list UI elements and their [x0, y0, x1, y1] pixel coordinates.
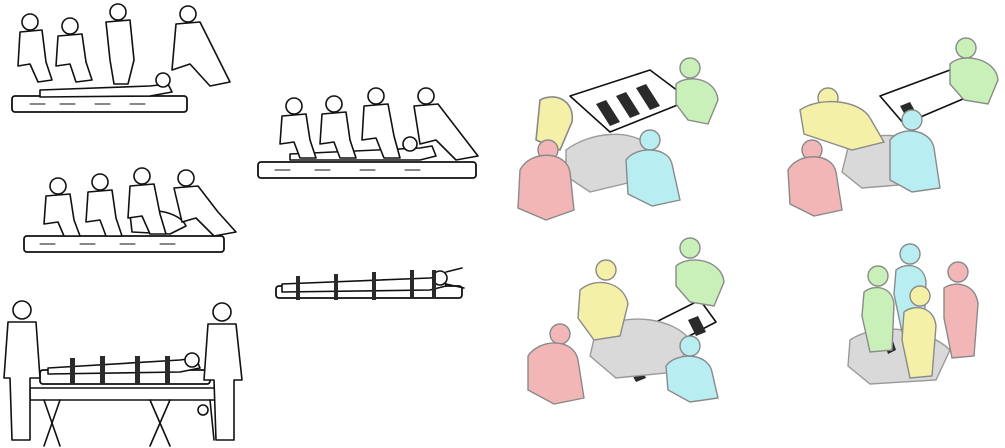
panel-colored-lift — [0, 0, 1005, 448]
illustration-canvas — [0, 0, 1005, 448]
